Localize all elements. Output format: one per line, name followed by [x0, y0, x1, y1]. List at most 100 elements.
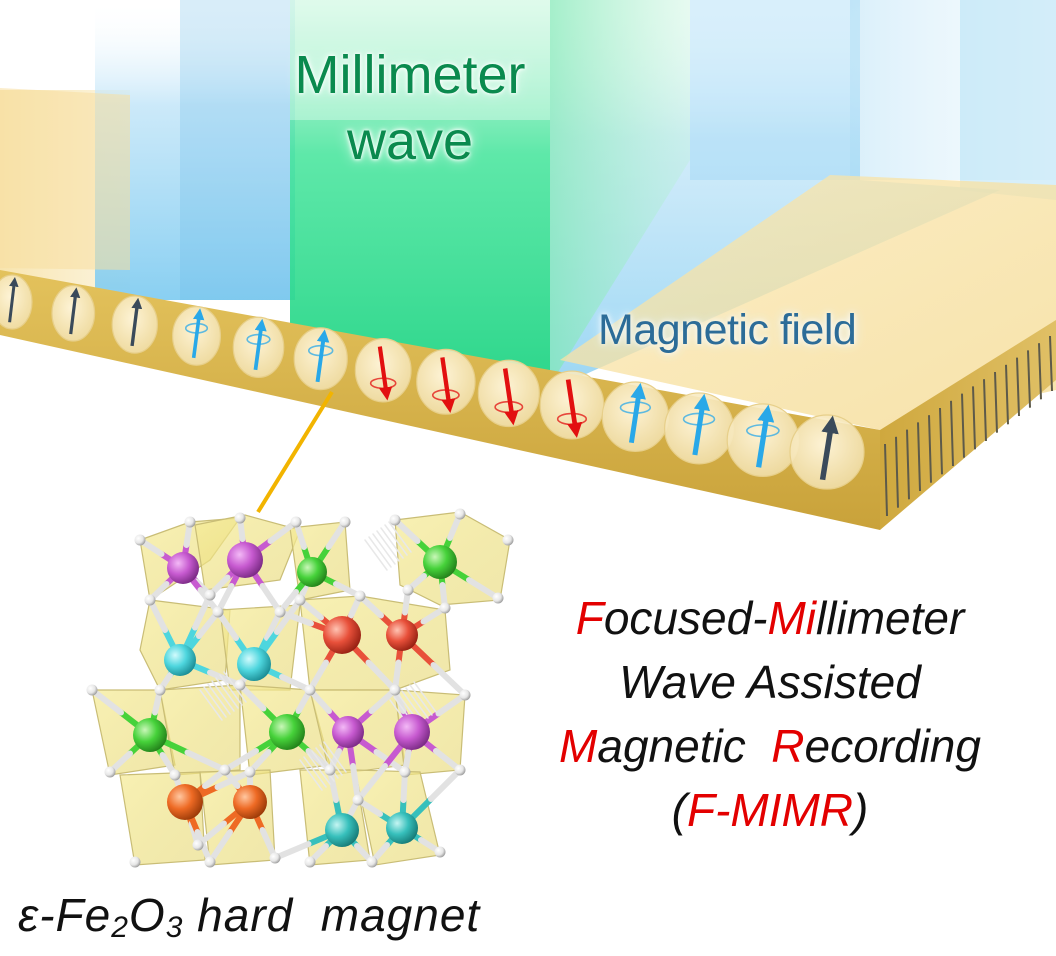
spin-disc — [416, 348, 476, 415]
title-text: ecording — [804, 720, 981, 772]
spin-disc — [0, 274, 33, 330]
bond — [355, 763, 388, 803]
metal-atom — [227, 542, 263, 578]
film-top-surface-right — [560, 175, 1056, 430]
spin-arrow — [130, 297, 143, 347]
spin-arrow — [253, 318, 267, 371]
depth-bond — [376, 530, 400, 562]
left-blue-column — [95, 0, 295, 300]
spin-disc — [726, 403, 800, 478]
bond — [430, 662, 468, 698]
spin-arrow — [8, 276, 19, 323]
depth-bond — [388, 521, 412, 553]
side-grain — [884, 443, 888, 517]
oxygen-atom — [274, 606, 286, 618]
bond — [277, 609, 314, 627]
hard-magnet-label: ε-Fe2O3 hard magnet — [18, 888, 480, 944]
title-paren: ( — [671, 784, 687, 836]
depth-bond — [319, 744, 343, 776]
spin-disc — [172, 305, 222, 366]
metal-atom — [386, 812, 418, 844]
title-text: ocused- — [603, 592, 768, 644]
side-grain — [983, 379, 987, 442]
side-grain — [895, 436, 899, 508]
metal-atom — [297, 557, 327, 587]
spin-disc — [789, 414, 865, 490]
oxygen-atom — [134, 534, 146, 546]
millimeter-wave-label-line1: Millimeter — [294, 45, 526, 105]
bond — [272, 841, 312, 861]
depth-bond — [323, 741, 347, 773]
depth-bond — [199, 689, 223, 721]
oxygen-atom — [354, 590, 366, 602]
oxygen-atom — [86, 684, 98, 696]
field-columns — [0, 0, 1056, 390]
title-line-2: Wave Assisted — [500, 650, 1040, 714]
side-grain — [1016, 357, 1020, 417]
spin-arrow — [377, 346, 393, 401]
oxygen-atom — [389, 684, 401, 696]
metal-atom — [423, 545, 457, 579]
depth-bond — [207, 683, 231, 715]
formula-subscript: 3 — [165, 911, 184, 944]
oxygen-atom — [454, 764, 466, 776]
spin-arrow — [628, 382, 646, 444]
side-grain — [1038, 343, 1042, 400]
oxygen-atom — [234, 679, 246, 691]
side-grain — [1027, 350, 1031, 408]
oxygen-atom — [219, 764, 231, 776]
oxygen-atom — [434, 846, 446, 858]
title-acronym: F-MIMR — [686, 784, 854, 836]
depth-bond — [405, 687, 429, 719]
bond — [466, 577, 501, 601]
bond — [222, 748, 259, 773]
depth-bond — [215, 677, 239, 709]
bond — [192, 592, 213, 631]
side-grain — [950, 400, 954, 467]
title-initial-mi: Mi — [767, 592, 817, 644]
side-grain — [1005, 364, 1009, 425]
oxygen-atom — [204, 589, 216, 601]
bond — [237, 682, 267, 712]
formula-o: O — [128, 889, 166, 941]
bond — [184, 749, 228, 773]
title-paren: ) — [853, 784, 869, 836]
metal-atom — [167, 784, 203, 820]
back-blue-column — [850, 0, 1056, 180]
metal-atom — [269, 714, 305, 750]
oxygen-atom — [104, 766, 116, 778]
title-line-1: Focused-Millimeter — [500, 586, 1040, 650]
spin-disc — [51, 284, 96, 342]
bond — [350, 763, 361, 803]
oxygen-atom — [502, 534, 514, 546]
depth-bond — [364, 539, 388, 571]
depth-bond — [303, 756, 327, 788]
metal-atom — [325, 813, 359, 847]
millimeter-wave-beam-side — [550, 0, 690, 385]
oxygen-atom — [402, 584, 414, 596]
oxygen-atom — [304, 684, 316, 696]
spin-disc — [477, 359, 540, 428]
metal-atom — [323, 616, 361, 654]
depth-bond — [311, 750, 335, 782]
film-side-face — [880, 320, 1056, 530]
depth-bond — [401, 690, 425, 722]
spin-arrow — [502, 368, 519, 426]
spin-disc — [539, 370, 605, 440]
side-grain — [928, 415, 932, 483]
depth-bond — [307, 753, 331, 785]
depth-bond — [211, 680, 235, 712]
metal-atom — [233, 785, 267, 819]
millimeter-wave-label: Millimeter wave — [230, 42, 590, 174]
metal-atom — [394, 714, 430, 750]
spin-arrow — [755, 404, 775, 468]
depth-bond — [219, 674, 243, 706]
depth-bond — [372, 533, 396, 565]
oxygen-atom — [244, 766, 256, 778]
oxygen-atom — [454, 508, 466, 520]
spin-disc — [293, 327, 348, 391]
oxygen-atom — [389, 514, 401, 526]
formula-fe: ε-Fe — [18, 889, 112, 941]
depth-bond — [368, 536, 392, 568]
depth-bond — [299, 759, 323, 791]
